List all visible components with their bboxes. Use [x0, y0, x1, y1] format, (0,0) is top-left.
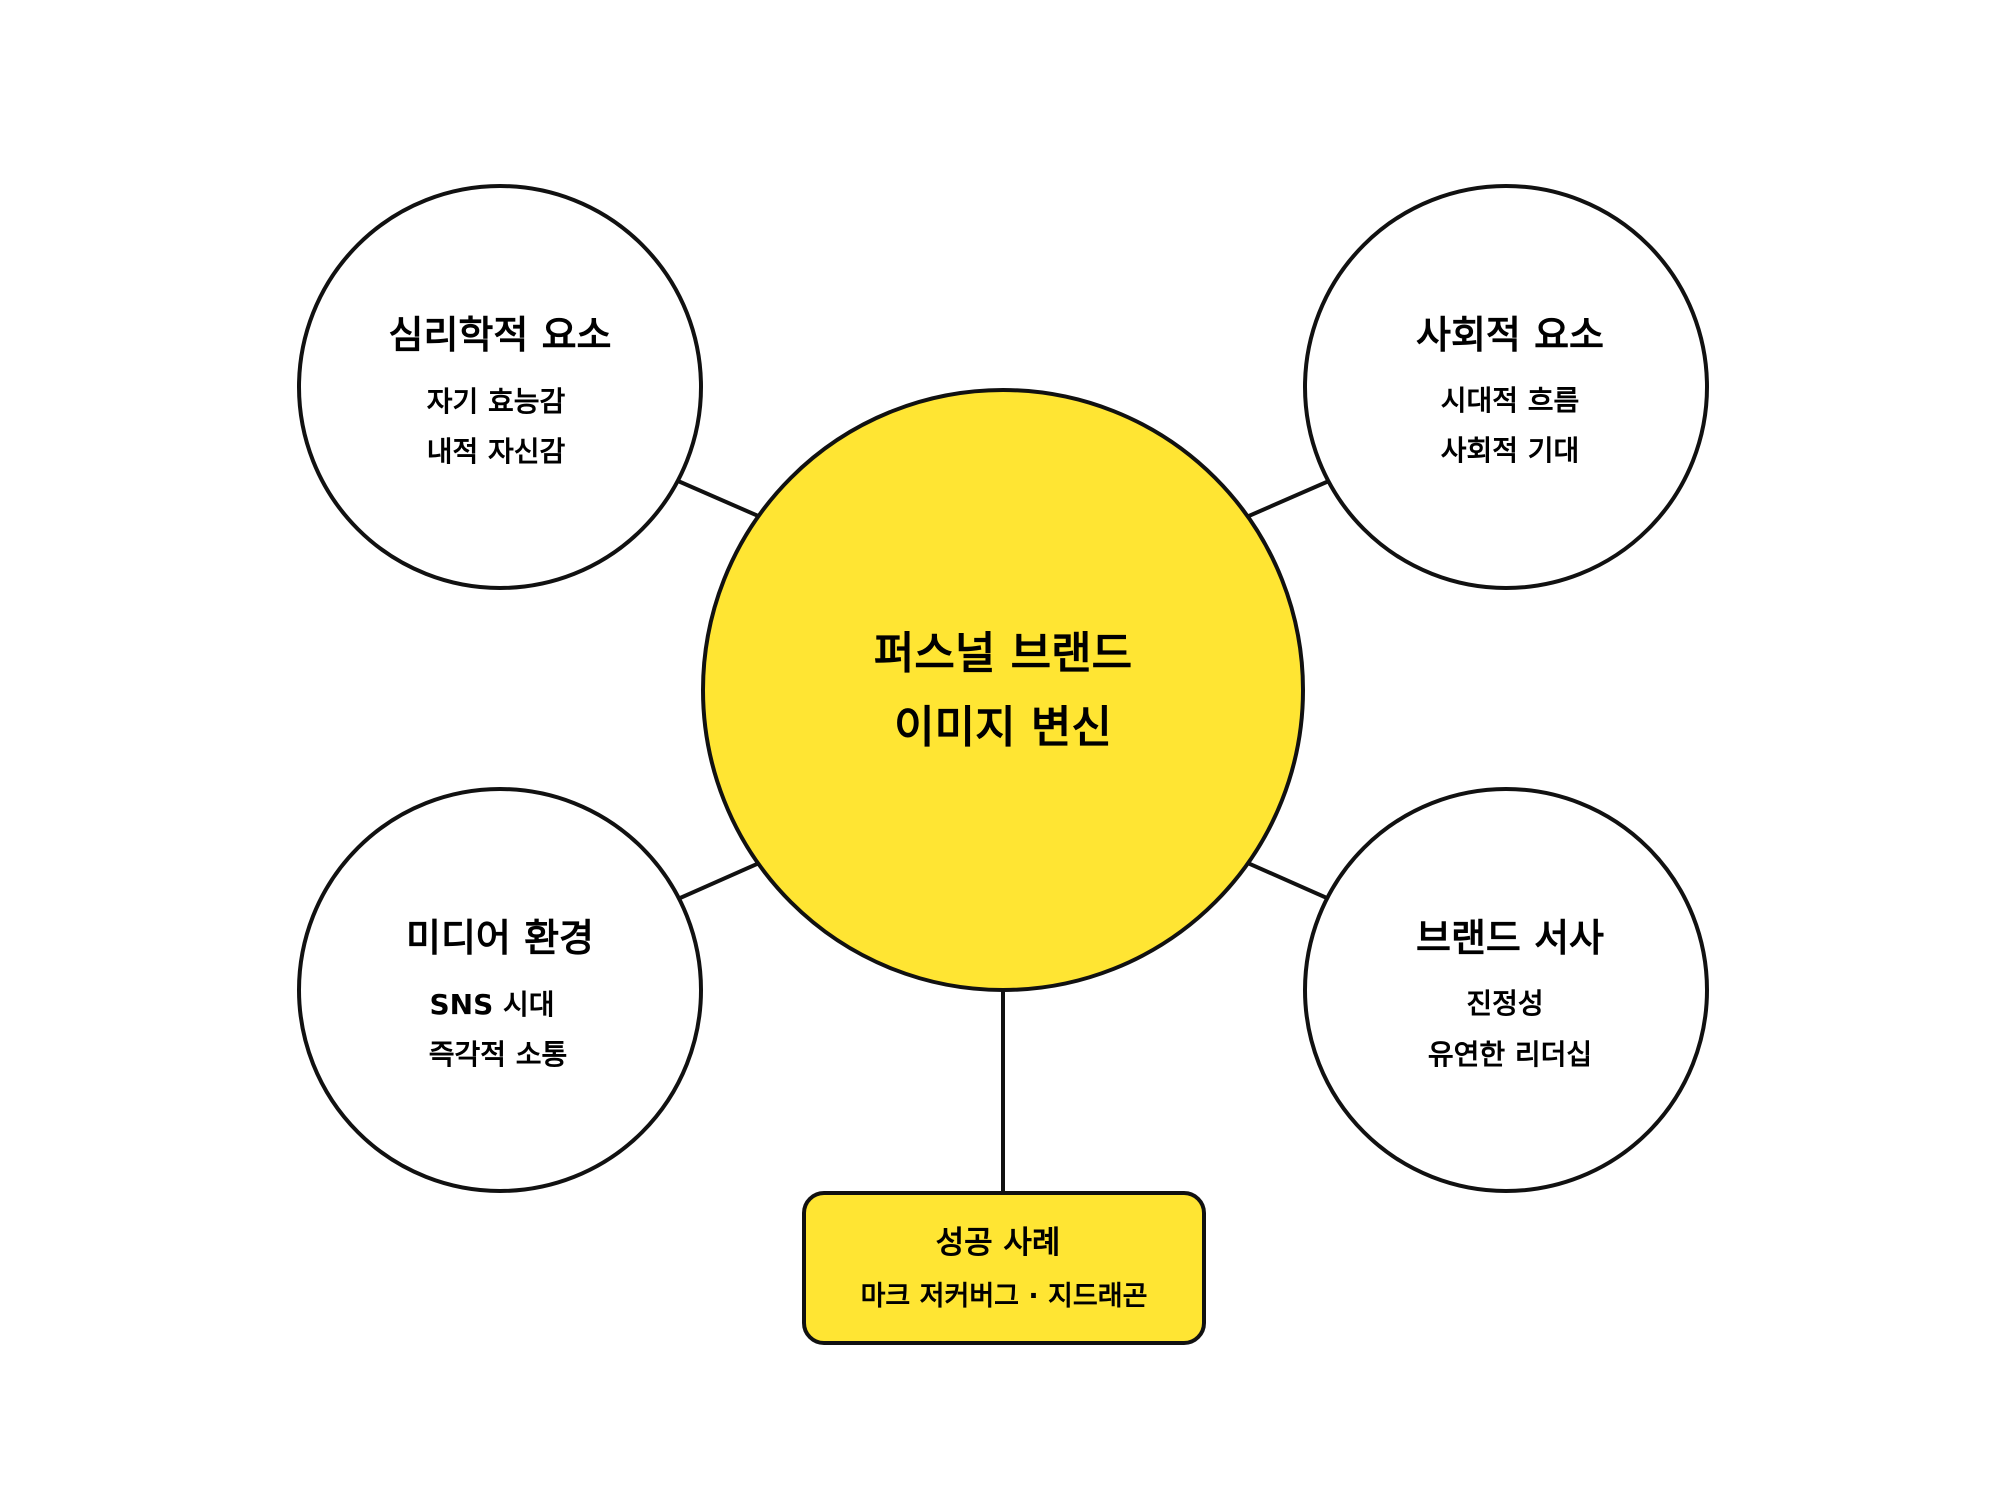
- node-psychological-circle: [297, 184, 703, 590]
- node-media-circle: [297, 787, 703, 1193]
- success-title: 성공 사례: [936, 1225, 1061, 1261]
- node-social-item-1: 시대적 흐름: [1441, 384, 1580, 417]
- node-narrative-title: 브랜드 서사: [1416, 916, 1604, 960]
- node-psychological-item-1: 자기 효능감: [427, 385, 566, 418]
- node-narrative-circle: [1303, 787, 1709, 1193]
- center-title-line2: 이미지 변신: [894, 702, 1112, 753]
- node-media-title: 미디어 환경: [406, 916, 594, 960]
- node-narrative: 브랜드 서사 진정성 유연한 리더십: [1303, 787, 1709, 1193]
- node-social-circle: [1303, 184, 1709, 590]
- success-subtitle: 마크 저커버그 · 지드래곤: [861, 1281, 1148, 1312]
- node-media: 미디어 환경 SNS 시대 즉각적 소통: [297, 787, 703, 1193]
- node-psychological-item-2: 내적 자신감: [427, 435, 566, 468]
- node-social-item-2: 사회적 기대: [1441, 434, 1580, 467]
- success-box: 성공 사례 마크 저커버그 · 지드래곤: [802, 1191, 1206, 1345]
- node-media-item-2: 즉각적 소통: [429, 1038, 568, 1071]
- node-psychological: 심리학적 요소 자기 효능감 내적 자신감: [297, 184, 703, 590]
- center-node: 퍼스널 브랜드 이미지 변신: [701, 388, 1305, 992]
- node-narrative-item-1: 진정성: [1466, 987, 1543, 1020]
- node-social: 사회적 요소 시대적 흐름 사회적 기대: [1303, 184, 1709, 590]
- center-title-line1: 퍼스널 브랜드: [874, 628, 1132, 679]
- node-psychological-title: 심리학적 요소: [389, 313, 612, 357]
- center-circle: [701, 388, 1305, 992]
- node-social-title: 사회적 요소: [1416, 313, 1604, 357]
- node-media-item-1: SNS 시대: [429, 988, 554, 1021]
- success-box-rect: [802, 1191, 1206, 1345]
- node-narrative-item-2: 유연한 리더십: [1428, 1038, 1592, 1071]
